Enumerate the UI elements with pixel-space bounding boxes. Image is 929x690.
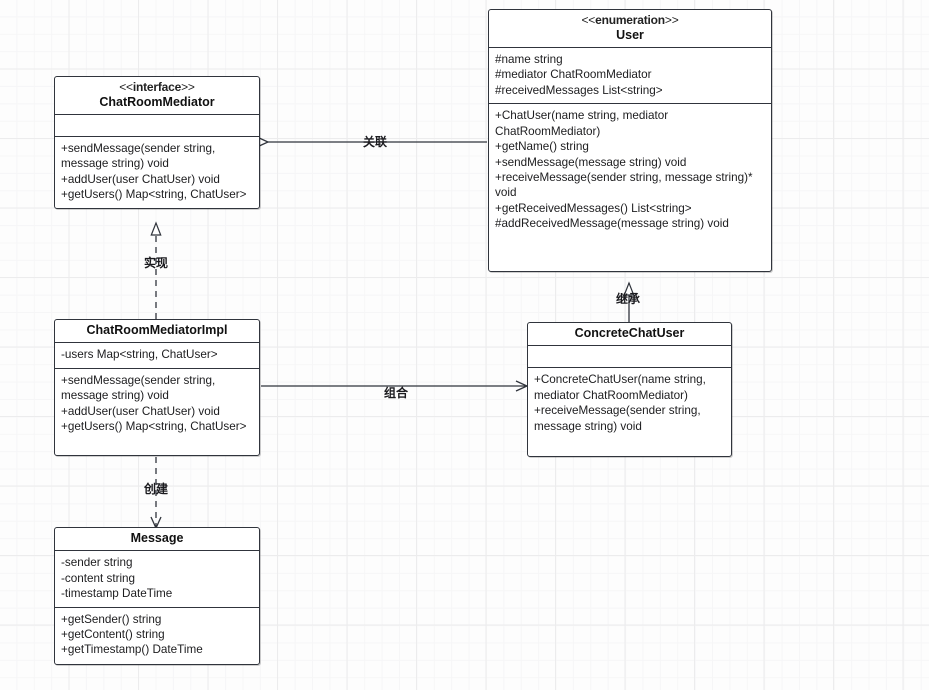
class-name-chatroommediator: ChatRoomMediator bbox=[99, 94, 215, 109]
class-stereotype-chatroommediator: <<interface>> bbox=[119, 80, 195, 94]
class-attributes-concretechatuser bbox=[528, 346, 731, 369]
class-header-concretechatuser: ConcreteChatUser bbox=[528, 323, 731, 347]
class-box-concretechatuser[interactable]: ConcreteChatUser +ConcreteChatUser(name … bbox=[527, 322, 732, 457]
class-header-chatroommediator: <<interface>> ChatRoomMediator bbox=[55, 77, 259, 115]
class-attributes-message: -sender string -content string -timestam… bbox=[55, 551, 259, 608]
class-stereotype-user: <<enumeration>> bbox=[581, 13, 679, 27]
class-box-user[interactable]: <<enumeration>> User #name string #media… bbox=[488, 9, 772, 272]
class-methods-chatroommediator: +sendMessage(sender string, message stri… bbox=[61, 141, 247, 202]
edge-label-realization: 实现 bbox=[144, 256, 169, 270]
edge-label-inheritance: 继承 bbox=[616, 292, 641, 306]
class-attributes-chatroommediatorimpl: -users Map<string, ChatUser> bbox=[55, 343, 259, 369]
class-header-message: Message bbox=[55, 528, 259, 552]
class-methods-message: +getSender() string +getContent() string… bbox=[61, 612, 203, 657]
class-attributes-chatroommediator bbox=[55, 115, 259, 137]
edge-label-association: 关联 bbox=[363, 135, 388, 149]
edge-label-create: 创建 bbox=[144, 482, 169, 496]
class-name-user: User bbox=[616, 27, 644, 42]
class-methods-chatroommediatorimpl: +sendMessage(sender string, message stri… bbox=[61, 373, 247, 433]
edge-label-composition: 组合 bbox=[384, 386, 409, 400]
class-box-message[interactable]: Message -sender string -content string -… bbox=[54, 527, 260, 665]
class-box-chatroommediator[interactable]: <<interface>> ChatRoomMediator +sendMess… bbox=[54, 76, 260, 209]
class-methods-concretechatuser: +ConcreteChatUser(name string, mediator … bbox=[534, 373, 706, 433]
class-header-user: <<enumeration>> User bbox=[489, 10, 771, 48]
class-name-concretechatuser: ConcreteChatUser bbox=[574, 326, 685, 340]
class-name-chatroommediatorimpl: ChatRoomMediatorImpl bbox=[86, 323, 228, 337]
class-header-chatroommediatorimpl: ChatRoomMediatorImpl bbox=[55, 320, 259, 344]
class-name-message: Message bbox=[130, 531, 184, 545]
class-box-chatroommediatorimpl[interactable]: ChatRoomMediatorImpl -users Map<string, … bbox=[54, 319, 260, 456]
class-methods-user: +ChatUser(name string, mediator ChatRoom… bbox=[495, 109, 753, 231]
class-attributes-user: #name string #mediator ChatRoomMediator … bbox=[489, 48, 771, 105]
